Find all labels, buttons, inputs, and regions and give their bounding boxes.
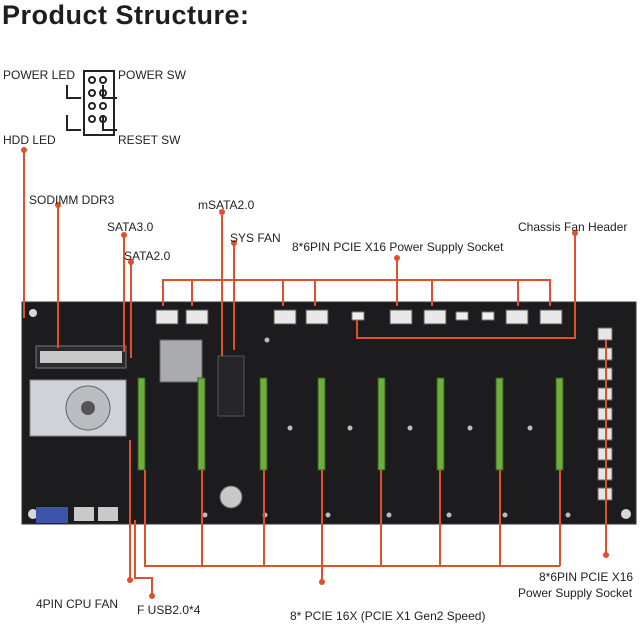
header-pin: [88, 115, 96, 123]
label-pcie-power-right-2: Power Supply Socket: [518, 586, 633, 600]
msata-slot: [217, 355, 245, 417]
usb-port: [74, 507, 94, 521]
header-pin: [88, 89, 96, 97]
label-power-sw: POWER SW: [118, 68, 186, 82]
mounting-holes: [28, 309, 631, 519]
chipset-heatsink: [159, 339, 203, 383]
header-pin: [88, 76, 96, 84]
header-pin: [99, 102, 107, 110]
header-brackets: [66, 85, 117, 131]
label-sys-fan: SYS FAN: [230, 231, 281, 245]
leader-dots: [21, 147, 609, 599]
label-sata2: SATA2.0: [124, 249, 171, 263]
vga-port: [36, 507, 68, 523]
label-sodimm: SODIMM DDR3: [29, 193, 115, 207]
label-pcie-power-right-1: 8*6PIN PCIE X16: [539, 570, 634, 584]
header-pin: [88, 102, 96, 110]
label-pcie16x: 8* PCIE 16X (PCIE X1 Gen2 Speed): [290, 609, 486, 623]
label-msata: mSATA2.0: [198, 198, 255, 212]
label-reset-sw: RESET SW: [118, 133, 181, 147]
pcie-power-sockets-top: [155, 309, 563, 325]
header-pin: [99, 76, 107, 84]
label-chassis-fan: Chassis Fan Header: [518, 220, 628, 234]
label-hdd-led: HDD LED: [3, 133, 56, 147]
sodimm-contacts: [40, 351, 122, 363]
label-power-led: POWER LED: [3, 68, 76, 82]
page-title: Product Structure:: [2, 0, 250, 30]
leader-lines: [23, 150, 607, 596]
label-fusb: F USB2.0*4: [137, 603, 201, 617]
label-cpu-fan: 4PIN CPU FAN: [36, 597, 119, 611]
cmos-battery: [219, 485, 243, 509]
label-sata3: SATA3.0: [107, 220, 154, 234]
label-pcie-power-top: 8*6PIN PCIE X16 Power Supply Socket: [292, 240, 504, 254]
usb-port: [98, 507, 118, 521]
